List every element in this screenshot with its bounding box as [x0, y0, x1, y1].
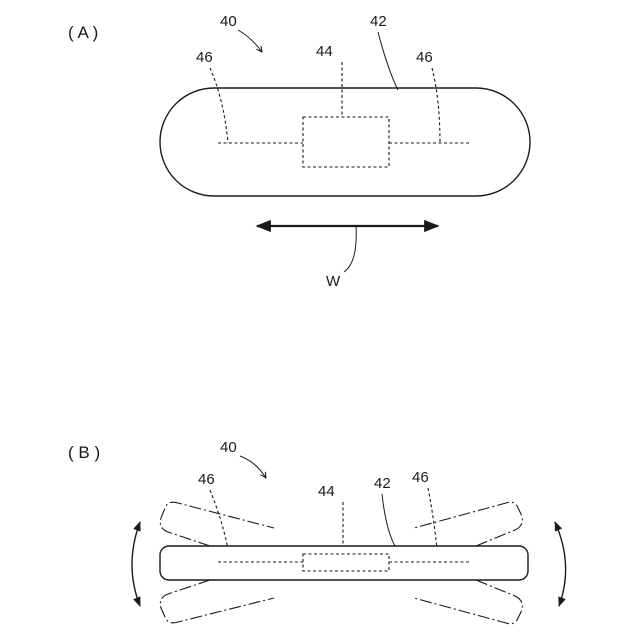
panel-a-ref-line-left: 46: [196, 49, 213, 66]
panel-b-ref-device: 40: [220, 439, 237, 456]
panel-b-device-arrow: [240, 456, 266, 478]
panel-b-band-body: [160, 546, 528, 580]
panel-b-ref-band: 42: [374, 475, 391, 492]
panel-b-wing-upper-left: [160, 502, 274, 546]
panel-a-width-leader: [344, 226, 356, 272]
panel-a-line-right-leader: [432, 68, 440, 143]
panel-b-ref-line-right: 46: [412, 469, 429, 486]
panel-b-wing-upper-right: [414, 502, 522, 546]
panel-a-band-leader: [378, 32, 398, 90]
panel-b-ref-center: 44: [318, 483, 335, 500]
panel-a-line-left-leader: [210, 68, 228, 143]
panel-a: ( A ) 40 42 44 46 46 W: [68, 13, 530, 290]
panel-a-ref-line-right: 46: [416, 49, 433, 66]
panel-a-ref-center: 44: [316, 43, 333, 60]
panel-b-band-leader: [382, 494, 395, 546]
panel-a-ref-band: 42: [370, 13, 387, 30]
panel-a-label: ( A ): [68, 23, 98, 42]
panel-a-ref-device: 40: [220, 13, 237, 30]
panel-b-wing-lower-left: [160, 580, 274, 623]
panel-b-ref-line-left: 46: [198, 471, 215, 488]
panel-a-device-arrow: [238, 30, 262, 52]
panel-a-band-body: [160, 88, 530, 196]
panel-a-ref-width: W: [326, 273, 341, 290]
panel-b-rotation-arrow-left: [132, 522, 140, 606]
panel-b-rotation-arrow-right: [555, 522, 566, 606]
panel-b-label: ( B ): [68, 443, 100, 462]
panel-b-wing-lower-right: [414, 580, 522, 624]
panel-a-center-element: [303, 117, 389, 167]
panel-b: ( B ) 40 46 44 42 46: [68, 439, 566, 624]
